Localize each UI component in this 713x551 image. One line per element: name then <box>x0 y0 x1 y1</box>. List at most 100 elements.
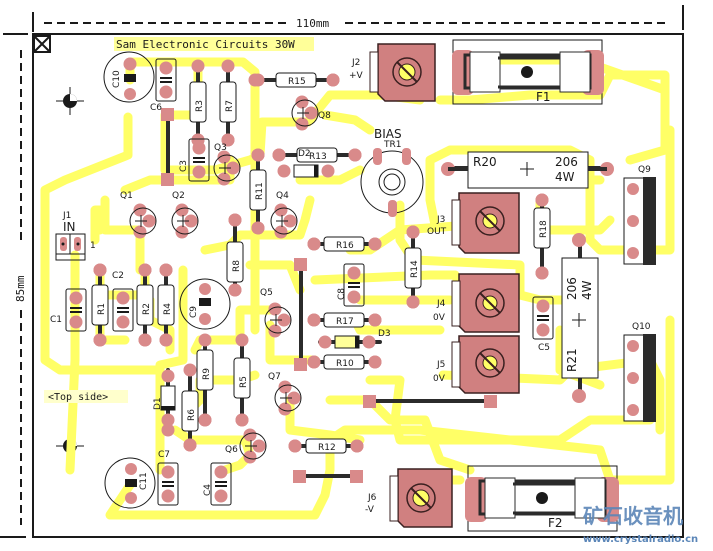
r21-rating: 4W <box>580 280 594 300</box>
transistor-q2[interactable]: Q2 <box>171 191 199 235</box>
resistor-r15[interactable]: R15 <box>275 72 317 88</box>
capacitor-c8[interactable]: C8 <box>337 263 365 307</box>
diode-d2[interactable]: D2 <box>293 149 319 178</box>
capacitor-c6[interactable]: C6 <box>150 58 177 113</box>
transistor-q5[interactable]: Q5 <box>260 288 292 334</box>
r5-ref: R5 <box>239 376 249 388</box>
j1-name: IN <box>63 220 76 234</box>
mounting-hole-top <box>56 87 84 115</box>
r21-value: 206 <box>565 277 579 300</box>
capacitor-c2[interactable]: C2 <box>112 271 134 332</box>
transistor-q6[interactable]: Q6 <box>225 432 267 460</box>
d1-ref: D1 <box>153 397 163 410</box>
j3-ref: J3 <box>436 215 445 225</box>
r20-rating: 4W <box>555 170 575 184</box>
capacitor-c5[interactable]: C5 <box>532 296 554 353</box>
transistor-q8[interactable]: Q8 <box>291 99 331 127</box>
transistor-q7[interactable]: Q7 <box>268 372 302 412</box>
r21-ref: R21 <box>565 348 579 372</box>
terminal-j6[interactable]: J6 -V <box>365 468 453 528</box>
corner-marker <box>33 35 51 53</box>
d3-ref: D3 <box>378 329 391 339</box>
side-label-bg <box>44 390 128 403</box>
bias-label: BIAS <box>374 127 402 141</box>
copper-traces <box>40 55 675 520</box>
power-resistor-r21[interactable]: 206 4W R21 <box>561 233 599 403</box>
j5-ref: J5 <box>436 360 445 370</box>
f2-label: F2 <box>548 516 563 530</box>
resistor-r7[interactable]: R7 <box>219 81 237 123</box>
transistor-q3[interactable]: Q3 <box>213 143 241 182</box>
q7-ref: Q7 <box>268 372 281 382</box>
fuse-f2[interactable]: F2 <box>465 465 619 532</box>
square-pads <box>161 108 497 483</box>
resistor-r3[interactable]: R3 <box>189 81 207 123</box>
pads <box>69 57 550 503</box>
c4-ref: C4 <box>203 484 213 496</box>
diode-d1[interactable]: D1 <box>153 385 176 411</box>
transistor-q9[interactable]: Q9 <box>623 165 656 265</box>
c11-ref: C11 <box>139 472 149 490</box>
capacitor-c9[interactable]: C9 <box>179 278 231 330</box>
watermark-url: www.crystalradio.cn <box>583 534 698 545</box>
terminal-j4[interactable]: J4 0V <box>433 273 520 333</box>
terminal-j3[interactable]: J3 OUT <box>427 192 520 254</box>
resistor-r1[interactable]: R1 <box>91 284 109 326</box>
r6-ref: R6 <box>187 409 197 421</box>
diode-d3[interactable]: D3 <box>334 329 391 349</box>
resistor-r13[interactable]: R13 <box>296 147 338 163</box>
j3-name: OUT <box>427 227 447 237</box>
q3-ref: Q3 <box>214 143 227 153</box>
terminal-j5[interactable]: J5 0V <box>433 335 520 394</box>
terminal-j2[interactable]: J2 +V <box>349 43 436 102</box>
resistor-r4[interactable]: R4 <box>157 284 175 326</box>
capacitor-c10[interactable]: C10 <box>103 51 155 103</box>
r1-ref: R1 <box>97 303 107 315</box>
c6-ref: C6 <box>150 103 162 113</box>
resistor-r16[interactable]: R16 <box>323 236 365 252</box>
j6-ref: J6 <box>367 493 377 503</box>
capacitor-c11[interactable]: C11 <box>104 457 156 509</box>
q9-ref: Q9 <box>638 165 651 175</box>
resistor-r5[interactable]: R5 <box>233 357 251 399</box>
resistor-r18[interactable]: R18 <box>533 207 551 249</box>
resistor-r14[interactable]: R14 <box>404 247 422 289</box>
r7-ref: R7 <box>225 100 235 112</box>
q4-ref: Q4 <box>276 191 289 201</box>
d2-ref: D2 <box>298 149 311 159</box>
capacitor-c3[interactable]: C3 <box>179 138 210 182</box>
resistor-r10[interactable]: R10 <box>323 354 365 370</box>
connector-j1[interactable]: J1 IN 1 <box>55 211 96 261</box>
c10-ref: C10 <box>112 70 122 88</box>
resistor-r2[interactable]: R2 <box>136 284 154 326</box>
fuse-f1[interactable]: F1 <box>452 39 604 105</box>
width-label: 110mm <box>296 17 329 30</box>
transistor-q10[interactable]: Q10 <box>623 322 656 422</box>
r11-ref: R11 <box>255 182 265 200</box>
r8-ref: R8 <box>232 260 242 272</box>
trimmer-tr1[interactable]: BIAS TR1 <box>360 127 424 217</box>
resistor-r11[interactable]: R11 <box>249 169 267 211</box>
j1-pin1: 1 <box>90 241 96 251</box>
capacitor-c1[interactable]: C1 <box>50 288 87 332</box>
r20-ref: R20 <box>473 155 497 169</box>
f1-label: F1 <box>536 90 551 104</box>
power-resistor-r20[interactable]: R20 206 4W <box>441 151 614 189</box>
resistor-r8[interactable]: R8 <box>226 241 244 283</box>
capacitor-c7[interactable]: C7 <box>157 450 179 506</box>
resistor-r6[interactable]: R6 <box>181 390 199 432</box>
capacitor-c4[interactable]: C4 <box>203 462 232 506</box>
resistor-r9[interactable]: R9 <box>196 349 214 391</box>
resistor-r12[interactable]: R12 <box>305 438 347 454</box>
q2-ref: Q2 <box>172 191 185 201</box>
c5-ref: C5 <box>538 343 550 353</box>
c3-ref: C3 <box>179 160 189 172</box>
j2-name: +V <box>349 71 364 81</box>
transistor-q4[interactable]: Q4 <box>270 191 298 235</box>
r20-value: 206 <box>555 155 578 169</box>
resistor-r17[interactable]: R17 <box>323 312 365 328</box>
j4-name: 0V <box>433 313 446 323</box>
transistor-q1[interactable]: Q1 <box>120 191 157 235</box>
r4-ref: R4 <box>163 303 173 315</box>
